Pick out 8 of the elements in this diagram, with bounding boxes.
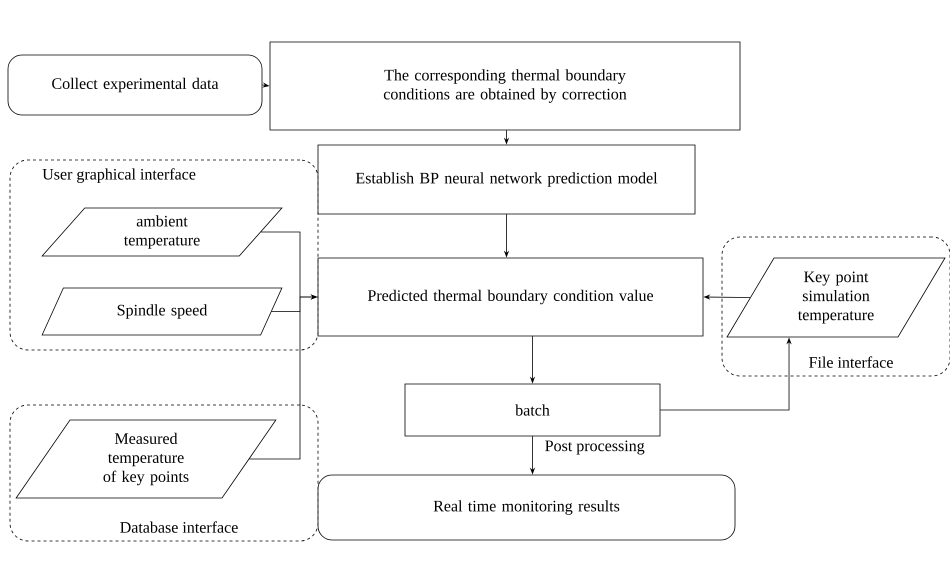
process-box: Establish BP neural network prediction model [318,144,696,214]
process-box: batch [404,384,660,436]
process-box: The corresponding thermal boundary conditions are obtained by correction [270,42,740,130]
data-parallelogram: Spindle speed [42,288,283,336]
terminal-box: Collect experimental data [8,54,262,116]
edge-label: Post processing [542,438,647,457]
process-box: Predicted thermal boundary condition value [318,258,704,336]
terminal-box: Real time monitoring results [318,474,736,540]
